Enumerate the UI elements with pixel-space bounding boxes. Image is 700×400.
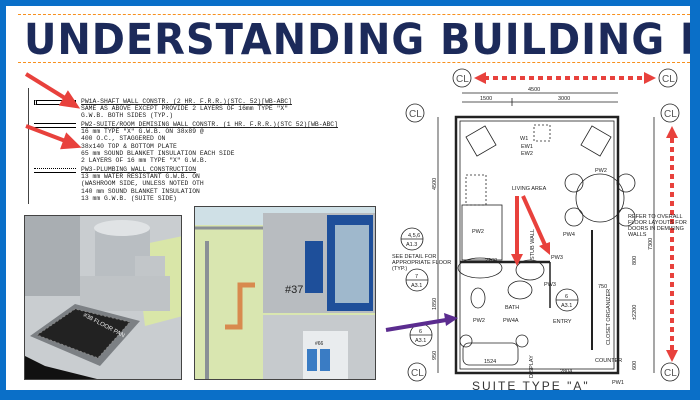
purple-arrow xyxy=(385,313,458,332)
note-line: WALLS xyxy=(628,232,647,238)
grid-markers xyxy=(405,68,680,382)
infographic: UNDERSTANDING BUILDING PLANS PW1A-SHAFT … xyxy=(6,6,690,390)
note-line: APPROPRIATE FLOOR xyxy=(392,260,451,266)
dimension-label: 1524 xyxy=(484,359,496,365)
tag-pw2: PW2 xyxy=(472,229,484,235)
callout-bottom: A3.1 xyxy=(561,303,572,309)
oven-number-label: #37 xyxy=(285,284,303,296)
legend-line: SAME AS ABOVE EXCEPT PROVIDE 2 LAYERS OF… xyxy=(81,105,289,113)
grid-label: CL xyxy=(664,368,677,379)
red-dotted-arrows xyxy=(474,72,678,362)
pw2-symbol xyxy=(34,123,76,128)
note-line: REFER TO OVERALL xyxy=(628,214,683,220)
red-arrowhead xyxy=(58,90,81,109)
suite-outline xyxy=(454,115,620,375)
dimension-label: 2200 xyxy=(485,258,497,264)
dimension-label: 1850 xyxy=(432,298,438,310)
stub-wall-label: STUB WALL xyxy=(530,229,536,260)
legend-entry-pw2: PW2-SUITE/ROOM DEMISING WALL CONSTR. (1 … xyxy=(81,121,338,164)
display-label: DISPLAY xyxy=(529,355,535,378)
dimension-label: 2804 xyxy=(560,369,572,375)
bath-label: BATH xyxy=(505,305,519,311)
callout-top: 4,5,6 xyxy=(408,233,420,239)
tag-pw1: PW1 xyxy=(612,380,624,386)
callout-bottom: A1.3 xyxy=(406,242,417,248)
title-dashed-rule xyxy=(18,62,690,63)
closet-label: CLOSET ORGANIZER xyxy=(606,289,612,345)
legend-line: G.W.B. BOTH SIDES (TYP.) xyxy=(81,112,174,120)
red-arrows xyxy=(511,195,550,266)
callout-top: 6 xyxy=(419,329,422,335)
callout-top: 6 xyxy=(565,294,568,300)
counter-label: COUNTER xyxy=(595,358,622,364)
dimension-label: 950 xyxy=(432,351,438,360)
red-arrow xyxy=(25,124,69,144)
wall-legend: PW1A-SHAFT WALL CONSTR. (2 HR. F.R.R.)(S… xyxy=(28,88,338,204)
legend-heading: PW3-PLUMBING WALL CONSTRUCTION xyxy=(81,166,197,173)
kettle-render-image: #38 FLOOR PAN xyxy=(24,215,182,380)
dimension-label: 4500 xyxy=(432,178,438,190)
dimension-label: 750 xyxy=(598,284,607,290)
callout-bottom: A3.1 xyxy=(411,283,422,289)
legend-line: 13 mm G.W.B. (SUITE SIDE) xyxy=(81,194,177,202)
dimension-label: 1500 xyxy=(480,96,492,102)
suite-type-label: SUITE TYPE "A" xyxy=(472,379,590,390)
dimension-label: 3000 xyxy=(558,96,570,102)
legend-entry-pw3: PW3-PLUMBING WALL CONSTRUCTION 13 mm WAT… xyxy=(81,166,204,202)
grid-label: CL xyxy=(662,74,675,85)
note-line: (TYP.) xyxy=(392,266,407,272)
legend-line: 65 mm SOUND BLANKET INSULATION EACH SIDE xyxy=(81,149,235,157)
tag-pw4: PW4 xyxy=(563,232,575,238)
tag-w1: W1 xyxy=(520,136,528,142)
tag-pw2: PW2 xyxy=(473,318,485,324)
living-area-label: LIVING AREA xyxy=(512,186,547,192)
tag-ew1: EW1 xyxy=(521,144,533,150)
tag-pw3: PW3 xyxy=(544,282,556,288)
tag-pw3: PW3 xyxy=(551,255,563,261)
tag-pw2: PW2 xyxy=(595,168,607,174)
callout-top: 7 xyxy=(415,274,418,280)
callout-bottom: A3.1 xyxy=(415,338,426,344)
dimension-label: 4500 xyxy=(528,87,540,93)
tag-pw4a: PW4A xyxy=(503,318,519,324)
entry-label: ENTRY xyxy=(553,319,572,325)
legend-entry-pw1a: PW1A-SHAFT WALL CONSTR. (2 HR. F.R.R.)(S… xyxy=(81,98,292,120)
page-title: UNDERSTANDING BUILDING PLANS xyxy=(24,15,690,65)
note-line: DOORS IN DEMISING xyxy=(628,226,684,232)
legend-line: 400 O.C., STAGGERED ON xyxy=(81,135,166,143)
pw3-symbol xyxy=(34,168,76,173)
legend-arrows xyxy=(24,72,82,150)
legend-line: 140 mm SOUND BLANKET INSULATION xyxy=(81,187,200,195)
filter-number-label: #66 xyxy=(315,341,324,347)
grid-label: CL xyxy=(456,74,469,85)
legend-heading: PW1A-SHAFT WALL CONSTR. (2 HR. F.R.R.)(S… xyxy=(81,98,292,105)
dimension-label: 7300 xyxy=(648,238,654,250)
red-arrow xyxy=(24,72,70,102)
legend-heading: PW2-SUITE/ROOM DEMISING WALL CONSTR. (1 … xyxy=(81,121,338,128)
oven-render-image: #37 #66 xyxy=(194,206,376,380)
legend-line: 16 mm TYPE "X" G.W.B. ON 38x89 @ xyxy=(81,128,204,136)
tag-ew2: EW2 xyxy=(521,151,533,157)
legend-line: (WASHROOM SIDE, UNLESS NOTED OTH xyxy=(81,180,204,188)
note-line: SEE DETAIL FOR xyxy=(392,254,436,260)
red-arrowhead xyxy=(60,132,82,150)
dimension-label: 600 xyxy=(632,361,638,370)
legend-line: 2 LAYERS OF 16 mm TYPE "X" G.W.B. xyxy=(81,157,208,165)
grid-label: CL xyxy=(409,109,422,120)
note-line: FLOOR LAYOUTS FOR xyxy=(628,220,687,226)
legend-line: 13 mm WATER RESISTANT G.W.B. ON xyxy=(81,173,200,181)
grid-label: CL xyxy=(411,368,424,379)
dimension-label: ±2200 xyxy=(632,305,638,320)
grid-label: CL xyxy=(664,109,677,120)
top-dashed-rule xyxy=(18,14,690,15)
floor-plan: CL CL CL CL CL CL 4500 1500 3000 4500 73… xyxy=(385,68,687,390)
dimension-label: 800 xyxy=(632,256,638,265)
legend-line: 38x140 TOP & BOTTOM PLATE xyxy=(81,142,177,150)
